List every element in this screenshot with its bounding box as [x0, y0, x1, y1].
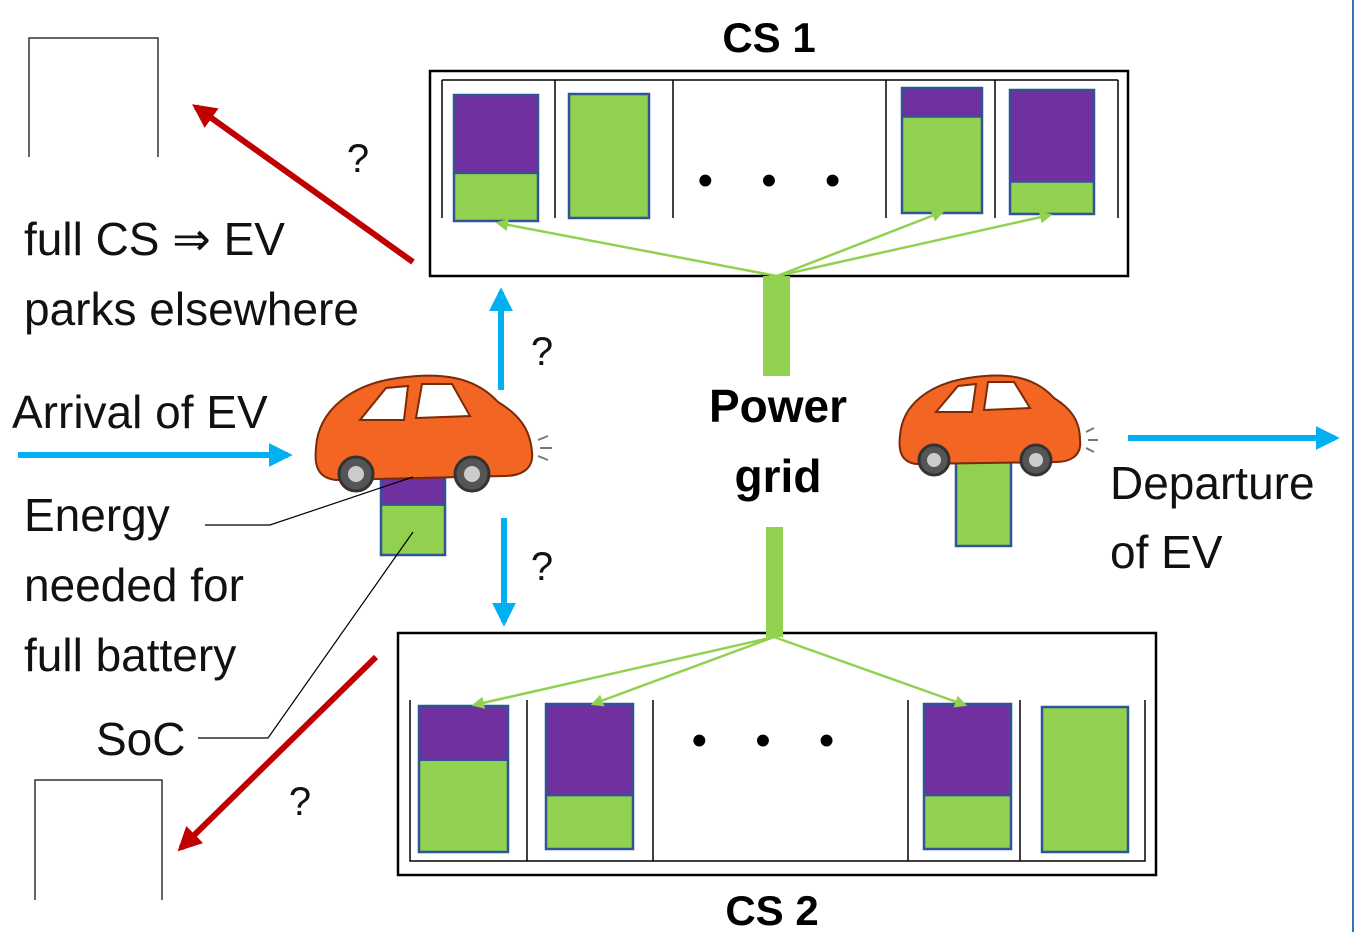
car-wheel: [348, 466, 364, 482]
battery: [417, 704, 510, 854]
departure-label-line2: of EV: [1110, 526, 1223, 578]
energy-label-line1: Energy: [24, 489, 170, 541]
battery-energy-needed: [546, 704, 633, 796]
redirect-arrow-bottom: [177, 654, 379, 852]
battery: [1008, 88, 1096, 216]
soc-label: SoC: [96, 713, 185, 765]
cs2-ellipsis: • • •: [692, 716, 853, 765]
car-window: [414, 383, 472, 420]
departure-label-line1: Departure: [1110, 457, 1315, 509]
grid-feed-cs2: [471, 635, 968, 709]
car-body: [898, 374, 1082, 466]
car-body: [314, 374, 534, 482]
redirect-arrow-top: [192, 104, 415, 265]
car-motion-lines: [537, 435, 552, 461]
charging-station-cs2: CS 2 • • •: [396, 631, 1158, 932]
battery-outline: [567, 92, 651, 220]
battery-outline: [417, 704, 510, 854]
cs1-ellipsis: • • •: [698, 156, 859, 205]
battery-soc: [546, 795, 633, 849]
energy-leader-line: [205, 476, 414, 526]
cs2-label: CS 2: [725, 887, 818, 932]
car-window: [933, 382, 978, 413]
battery-energy-needed: [1010, 90, 1094, 182]
battery: [922, 702, 1013, 851]
car-wheel: [927, 453, 941, 467]
grid-feed-arrow: [776, 211, 1053, 278]
full-cs-label-line1: full CS ⇒ EV: [24, 213, 285, 265]
cs1-label: CS 1: [722, 14, 815, 61]
battery-soc: [381, 504, 445, 555]
battery-soc: [419, 760, 508, 852]
parking-elsewhere-top: [28, 37, 159, 157]
question-mark-elsewhere-bottom: ?: [289, 780, 311, 824]
grid-bar-bottom: [766, 527, 783, 637]
grid-feed-arrow: [590, 635, 775, 707]
grid-feed-arrow: [495, 218, 778, 278]
grid-feed-arrow: [776, 209, 945, 278]
battery-soc: [924, 795, 1011, 849]
battery-energy-needed: [902, 88, 982, 117]
battery-soc: [1010, 181, 1094, 214]
battery-soc: [569, 94, 649, 218]
battery-outline: [922, 702, 1013, 851]
car-wheel: [464, 466, 480, 482]
full-cs-label-line2: parks elsewhere: [24, 283, 359, 335]
battery-outline: [1040, 705, 1130, 854]
battery: [452, 93, 540, 223]
question-mark-to-cs1: ?: [531, 330, 553, 374]
battery-soc: [454, 173, 538, 221]
battery-soc: [956, 454, 1011, 546]
battery: [567, 92, 651, 220]
cs1-slot-dividers: [441, 79, 1119, 218]
power-grid-label-line2: grid: [735, 450, 822, 502]
car-window: [357, 384, 410, 421]
question-mark-to-cs2: ?: [531, 545, 553, 589]
battery-energy-needed: [419, 706, 508, 761]
parking-elsewhere-bottom: [34, 779, 163, 900]
arrival-label: Arrival of EV: [12, 386, 268, 438]
battery-soc: [902, 116, 982, 213]
grid-feed-arrow: [773, 635, 968, 708]
battery-outline: [544, 702, 635, 851]
arriving-ev-car: [314, 374, 552, 493]
grid-bar-top: [763, 276, 790, 376]
battery-soc: [1042, 707, 1128, 852]
car-motion-lines: [1085, 427, 1098, 453]
power-grid-label-line1: Power: [709, 380, 847, 432]
battery-energy-needed: [454, 95, 538, 174]
car-wheel: [1029, 453, 1043, 467]
grid-feed-arrow: [471, 635, 775, 709]
battery: [900, 86, 984, 215]
battery: [1040, 705, 1130, 854]
cs2-slot-dividers: [409, 700, 1146, 862]
energy-label-line2: needed for: [24, 559, 244, 611]
battery: [544, 702, 635, 851]
departing-ev-car: [898, 374, 1098, 477]
question-mark-elsewhere-top: ?: [347, 137, 369, 181]
energy-label-line3: full battery: [24, 629, 236, 681]
soc-leader-line: [198, 531, 414, 739]
grid-feed-cs1: [495, 209, 1053, 278]
car-window: [982, 381, 1032, 412]
battery-energy-needed: [924, 704, 1011, 796]
